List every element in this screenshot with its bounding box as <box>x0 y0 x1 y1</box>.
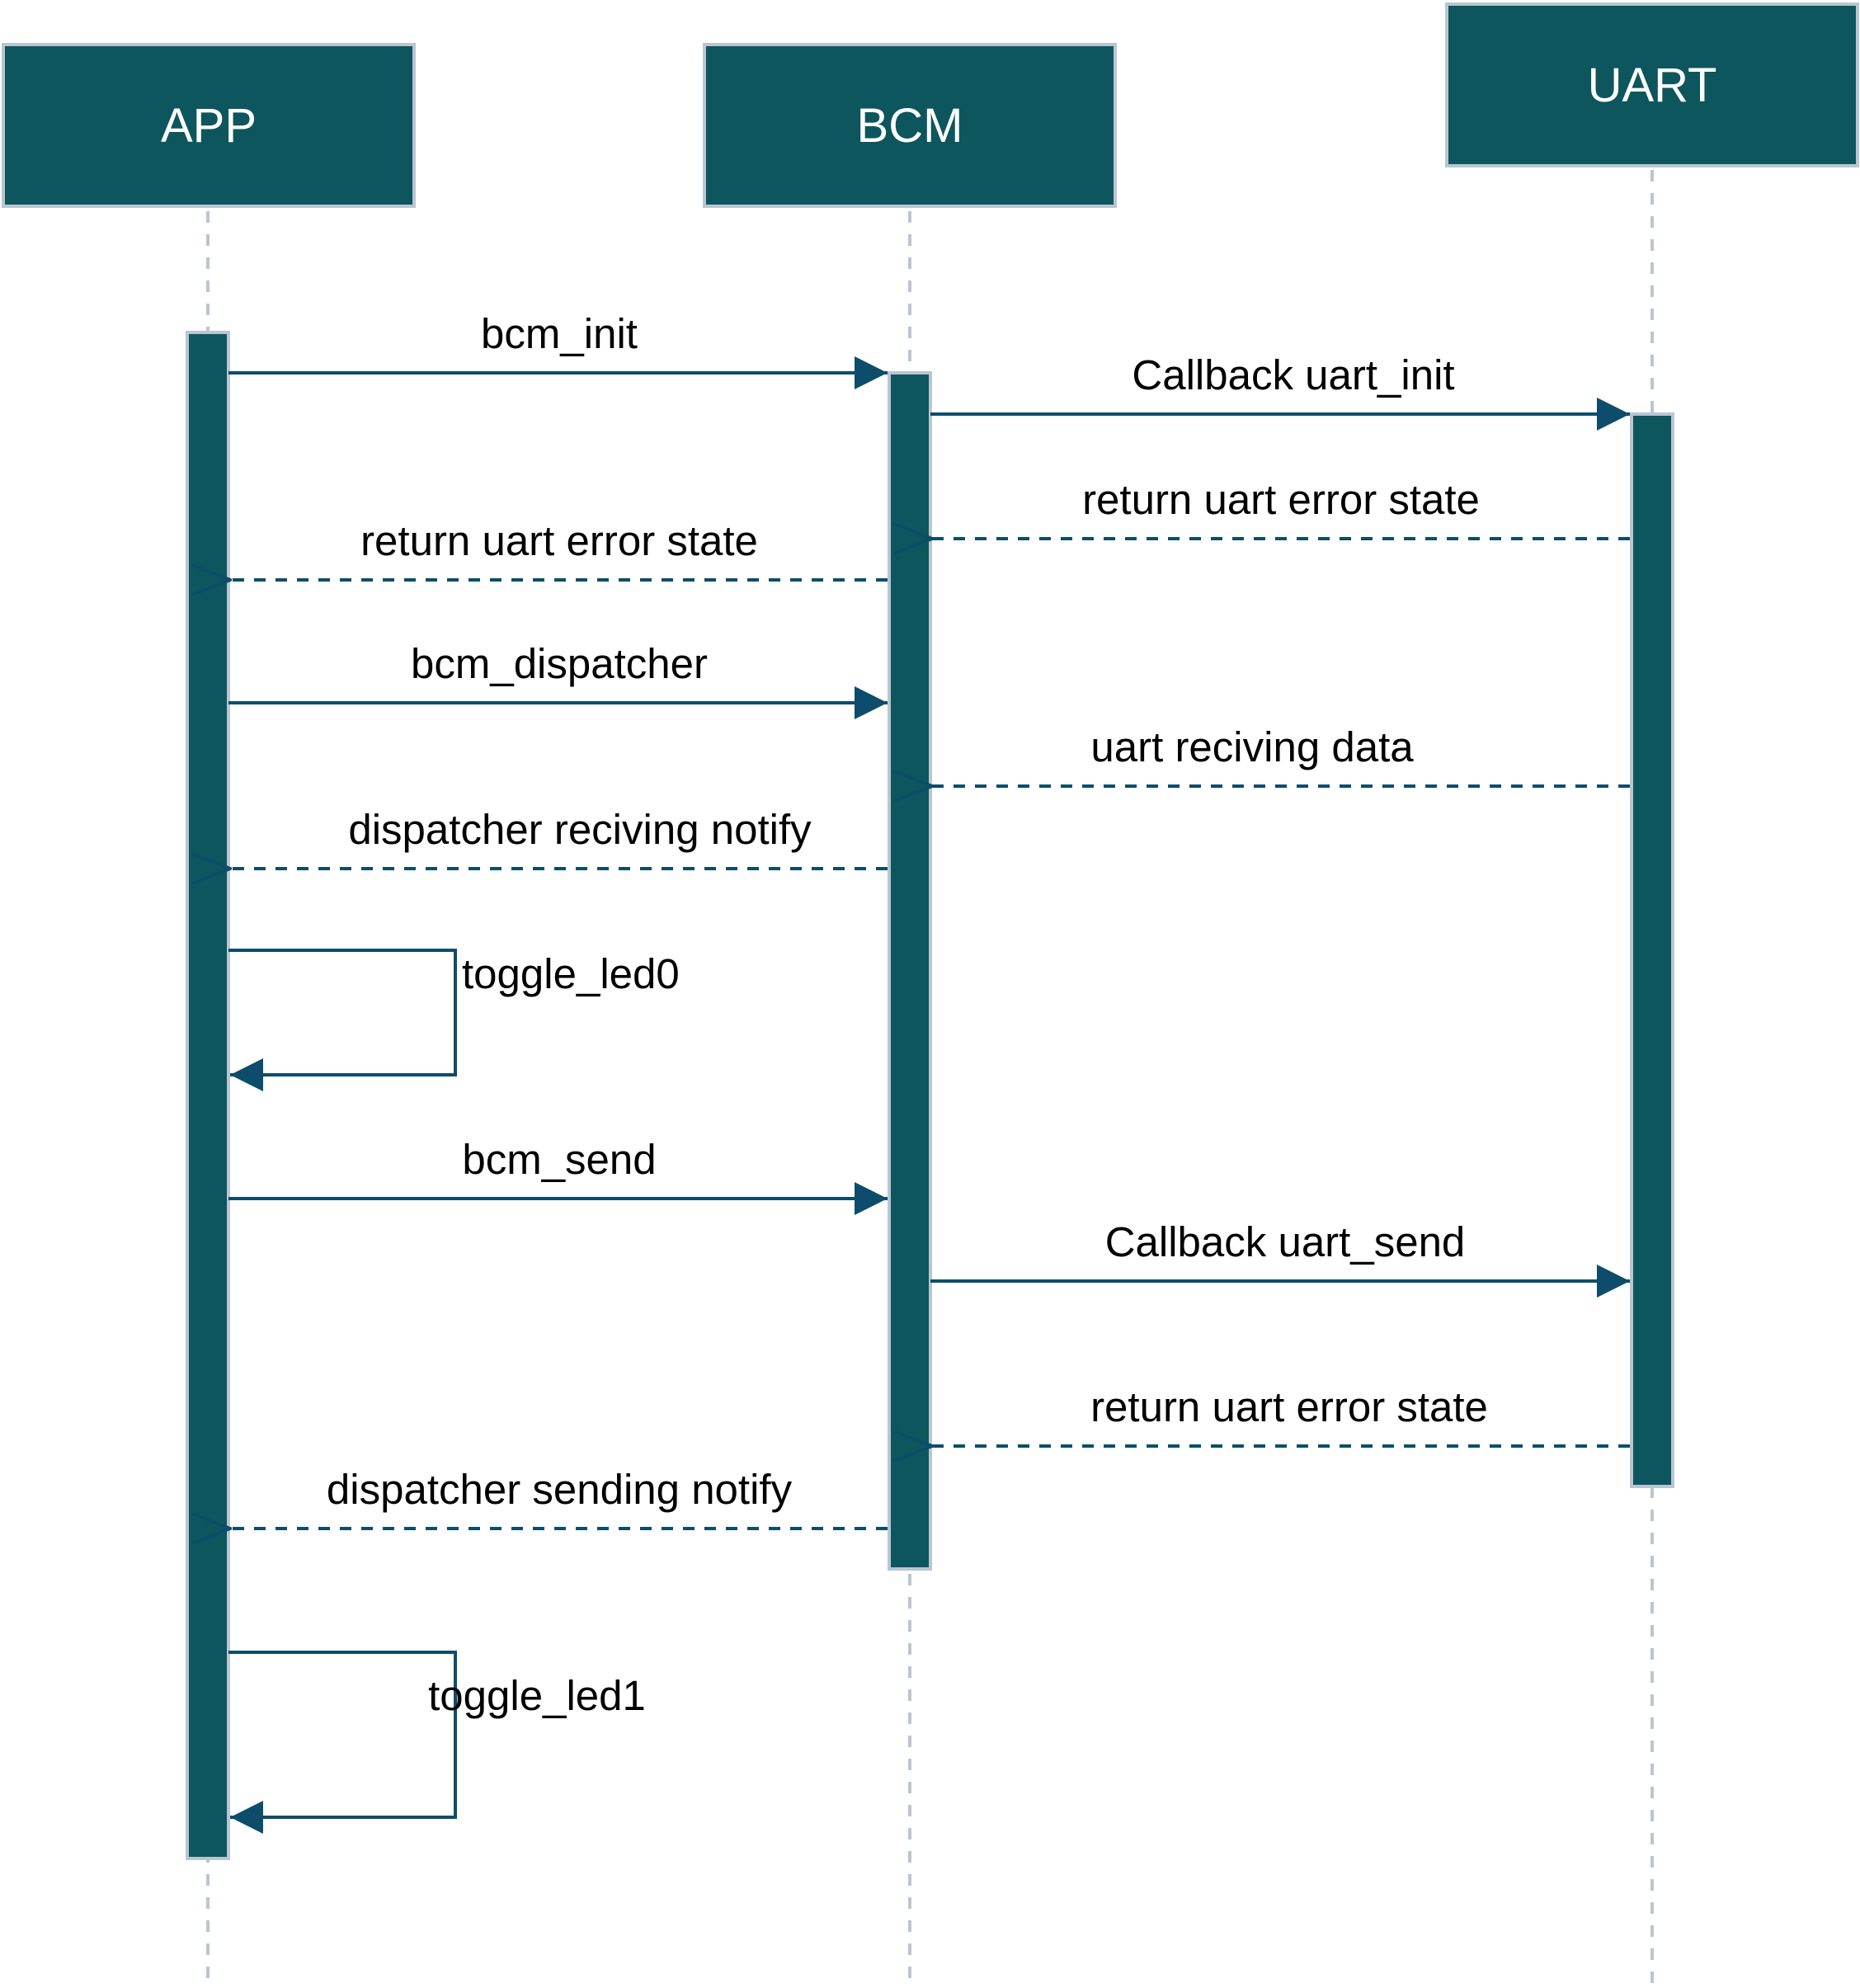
message-bcm-init[interactable]: bcm_init <box>228 310 888 389</box>
participant-app[interactable]: APP <box>2 43 416 208</box>
message-toggle-led0[interactable]: toggle_led0 <box>228 949 680 1091</box>
activation-bar-bcm <box>888 371 932 1571</box>
message-toggle-led1[interactable]: toggle_led1 <box>228 1651 646 1834</box>
message-label: return uart error state <box>360 517 758 564</box>
message-line <box>228 949 457 1091</box>
message-label: bcm_dispatcher <box>411 640 708 687</box>
message-label: dispatcher sending notify <box>327 1466 793 1513</box>
message-line <box>228 1651 457 1834</box>
message-label: toggle_led1 <box>428 1672 646 1719</box>
message-return-uart-error-state-3[interactable]: return uart error state <box>932 1383 1630 1446</box>
participant-uart-label: UART <box>1587 58 1717 112</box>
activation-bar-uart <box>1630 412 1674 1488</box>
message-uart-reciving-data[interactable]: uart reciving data <box>932 723 1630 786</box>
message-label: bcm_init <box>481 310 638 357</box>
message-dispatcher-reciving-notify[interactable]: dispatcher reciving notify <box>230 806 888 869</box>
message-callback-uart-init[interactable]: Callback uart_init <box>930 351 1630 431</box>
message-bcm-send[interactable]: bcm_send <box>228 1136 888 1215</box>
message-return-uart-error-state-2[interactable]: return uart error state <box>230 517 888 580</box>
message-label: Callback uart_send <box>1105 1218 1466 1265</box>
message-label: return uart error state <box>1090 1383 1488 1430</box>
message-label: return uart error state <box>1082 476 1480 523</box>
participant-bcm[interactable]: BCM <box>703 43 1117 208</box>
message-label: dispatcher reciving notify <box>348 806 812 853</box>
activation-bar-app <box>186 331 230 1860</box>
message-label: Callback uart_init <box>1132 351 1454 398</box>
message-label: bcm_send <box>462 1136 656 1183</box>
message-dispatcher-sending-notify[interactable]: dispatcher sending notify <box>230 1466 888 1529</box>
participant-bcm-label: BCM <box>856 98 963 153</box>
message-return-uart-error-state-1[interactable]: return uart error state <box>932 476 1630 539</box>
message-label: toggle_led0 <box>462 950 680 997</box>
message-bcm-dispatcher[interactable]: bcm_dispatcher <box>228 640 888 719</box>
message-label: uart reciving data <box>1090 723 1414 770</box>
message-callback-uart-send[interactable]: Callback uart_send <box>930 1218 1630 1298</box>
participant-app-label: APP <box>160 98 257 153</box>
participant-uart[interactable]: UART <box>1445 2 1859 167</box>
